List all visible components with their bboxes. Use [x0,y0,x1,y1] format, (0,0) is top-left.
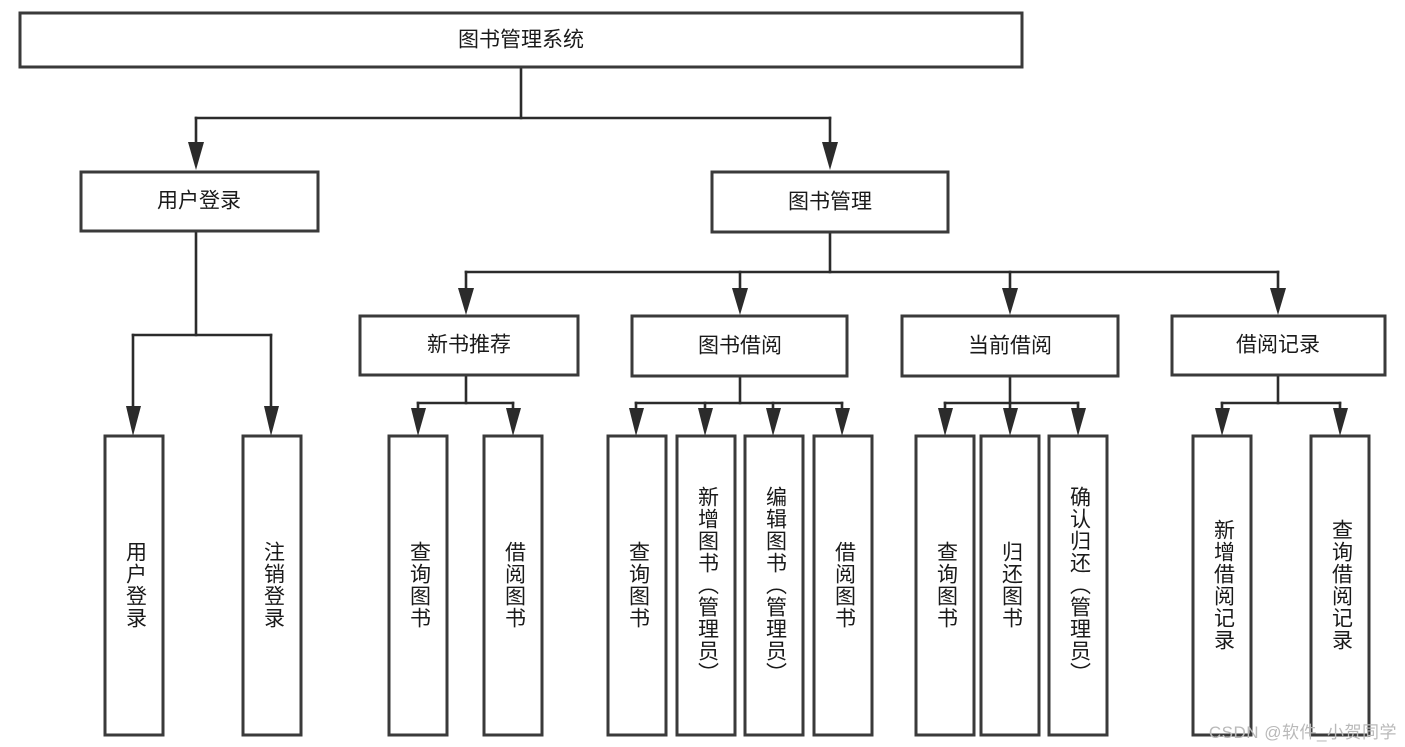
node-user-login-label: 用户登录 [157,190,241,213]
leaf-current-borrow-confirm-label: 确认归还（管理员） [1067,486,1091,684]
csdn-watermark: CSDN @软件_小贺同学 [1208,723,1397,742]
arrowhead-currentborrow-l3 [1071,408,1086,436]
node-book-management-box [710,170,950,234]
node-book-management-label: 图书管理 [788,191,872,214]
arrowhead-newbook-l1 [411,408,426,436]
leaf-new-book-borrow-label: 借阅图书 [502,541,526,629]
node-new-book-recommend[interactable]: 新书推荐 [358,314,580,377]
leaf-book-borrow-query-label: 查询图书 [626,541,650,629]
node-current-borrow-box [900,314,1120,378]
node-root-label: 图书管理系统 [458,29,584,52]
leaf-book-borrow-query-box [606,434,668,737]
leaf-book-borrow-edit-label: 编辑图书（管理员） [763,486,787,684]
leaf-book-borrow-borrow[interactable]: 借阅图书 [812,434,874,737]
arrowhead-currentborrow [1002,288,1018,315]
leaf-current-borrow-return-label: 归还图书 [999,541,1023,629]
node-borrow-record[interactable]: 借阅记录 [1170,314,1387,377]
leaf-book-borrow-query[interactable]: 查询图书 [606,434,668,737]
leaf-current-borrow-confirm-box [1047,434,1109,737]
leaf-user-login-logout[interactable]: 注销登录 [241,434,303,737]
arrowhead-userlogin [188,142,204,170]
leaf-current-borrow-query[interactable]: 查询图书 [914,434,976,737]
arrowhead-bookborrow-l3 [766,408,781,436]
leaf-current-borrow-query-label: 查询图书 [934,541,958,629]
leaf-borrow-record-query-box [1309,434,1371,737]
leaf-book-borrow-edit-box [743,434,805,737]
leaf-borrow-record-add[interactable]: 新增借阅记录 [1191,434,1253,737]
leaf-borrow-record-query-label: 查询借阅记录 [1329,519,1353,651]
arrowhead-bookborrow-l4 [835,408,850,436]
node-current-borrow[interactable]: 当前借阅 [900,314,1120,378]
leaf-book-borrow-add[interactable]: 新增图书（管理员） [675,434,737,737]
arrowhead-bookborrow-l2 [698,408,713,436]
arrowhead-userlogin-l1 [126,406,141,436]
arrowhead-bookborrow [732,288,748,315]
node-book-management[interactable]: 图书管理 [710,170,950,234]
arrowhead-userlogin-l2 [264,406,279,436]
leaf-current-borrow-return[interactable]: 归还图书 [979,434,1041,737]
leaf-user-login-login-box [103,434,165,737]
arrowhead-borrowrecord-l2 [1333,408,1348,436]
node-user-login-box [79,170,320,233]
leaf-user-login-logout-label: 注销登录 [261,541,285,629]
leaf-current-borrow-query-box [914,434,976,737]
node-current-borrow-label: 当前借阅 [968,335,1052,358]
leaf-borrow-record-query[interactable]: 查询借阅记录 [1309,434,1371,737]
leaf-new-book-query-label: 查询图书 [407,541,431,629]
node-book-borrow[interactable]: 图书借阅 [630,314,849,378]
leaf-user-login-logout-box [241,434,303,737]
leaf-book-borrow-add-label: 新增图书（管理员） [695,486,719,684]
node-book-borrow-box [630,314,849,378]
arrowhead-currentborrow-l2 [1003,408,1018,436]
arrowhead-currentborrow-l1 [938,408,953,436]
leaf-new-book-query-box [387,434,449,737]
arrowhead-bookmgmt [822,142,838,170]
leaf-user-login-login-label: 用户登录 [123,541,147,629]
node-root-box [18,11,1024,69]
leaf-borrow-record-add-box [1191,434,1253,737]
node-user-login[interactable]: 用户登录 [79,170,320,233]
leaf-new-book-query[interactable]: 查询图书 [387,434,449,737]
arrowhead-borrowrecord-l1 [1215,408,1230,436]
node-root[interactable]: 图书管理系统 [18,11,1024,69]
leaf-user-login-login[interactable]: 用户登录 [103,434,165,737]
arrowhead-newbook-l2 [506,408,521,436]
node-new-book-recommend-label: 新书推荐 [427,334,511,357]
leaf-borrow-record-add-label: 新增借阅记录 [1211,519,1235,651]
node-book-borrow-label: 图书借阅 [698,335,782,358]
leaf-book-borrow-borrow-label: 借阅图书 [832,541,856,629]
node-borrow-record-label: 借阅记录 [1236,334,1320,357]
leaf-book-borrow-edit[interactable]: 编辑图书（管理员） [743,434,805,737]
leaf-new-book-borrow-box [482,434,544,737]
leaf-new-book-borrow[interactable]: 借阅图书 [482,434,544,737]
arrowhead-bookborrow-l1 [629,408,644,436]
leaf-book-borrow-add-box [675,434,737,737]
arrowhead-newbook [458,288,474,315]
arrowhead-borrowrecord [1270,288,1286,315]
node-borrow-record-box [1170,314,1387,377]
leaf-current-borrow-confirm[interactable]: 确认归还（管理员） [1047,434,1109,737]
leaf-current-borrow-return-box [979,434,1041,737]
node-new-book-recommend-box [358,314,580,377]
leaf-book-borrow-borrow-box [812,434,874,737]
